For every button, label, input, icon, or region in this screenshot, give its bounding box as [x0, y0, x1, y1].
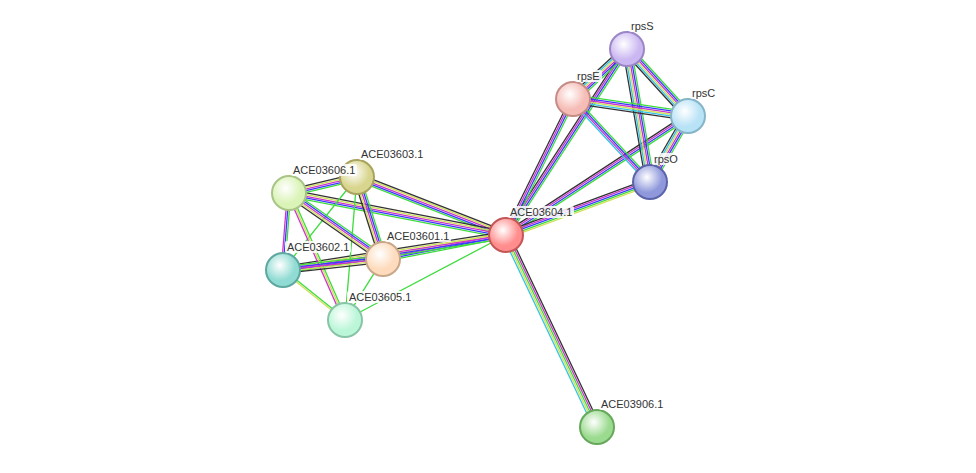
evidence-line: [637, 61, 676, 104]
evidence-line: [589, 100, 672, 112]
protein-node: ACE03906.1: [579, 409, 615, 445]
protein-node: ACE03606.1: [271, 175, 307, 211]
node-label: rpsE: [575, 70, 602, 82]
protein-node: rpsE: [555, 81, 591, 117]
interaction-edge: [510, 248, 593, 414]
protein-node: rpsC: [670, 98, 706, 134]
evidence-line: [629, 65, 647, 166]
evidence-line: [295, 208, 338, 306]
evidence-line: [514, 114, 567, 221]
evidence-line: [297, 207, 340, 305]
protein-node: rpsS: [609, 31, 645, 67]
evidence-line: [294, 208, 337, 306]
evidence-line: [631, 65, 649, 166]
interaction-edge: [626, 64, 652, 167]
evidence-line: [583, 111, 638, 171]
evidence-line: [360, 193, 376, 244]
interaction-edge: [299, 257, 368, 271]
interaction-edge: [295, 279, 333, 310]
evidence-line: [304, 179, 341, 188]
evidence-line: [636, 63, 675, 106]
protein-node: rpsO: [632, 164, 668, 200]
evidence-line: [299, 262, 367, 270]
interaction-edge: [588, 97, 673, 118]
protein-node: ACE03604.1: [488, 217, 524, 253]
evidence-line: [514, 249, 591, 412]
node-label: ACE03603.1: [359, 148, 425, 160]
evidence-line: [359, 193, 375, 244]
evidence-line: [638, 60, 677, 103]
evidence-line: [305, 194, 491, 230]
evidence-line: [589, 99, 672, 111]
node-label: ACE03605.1: [347, 291, 413, 303]
evidence-line: [295, 281, 332, 311]
evidence-line: [516, 248, 593, 411]
evidence-line: [588, 106, 671, 118]
protein-node: ACE03602.1: [265, 252, 301, 288]
interaction-edge: [304, 193, 491, 236]
interaction-edge: [294, 207, 340, 306]
evidence-line: [582, 112, 637, 172]
protein-node: ACE03605.1: [327, 302, 363, 338]
evidence-line: [632, 64, 650, 165]
interaction-edge: [304, 177, 342, 192]
evidence-line: [627, 65, 645, 166]
evidence-line: [586, 109, 641, 169]
node-label: ACE03601.1: [385, 230, 451, 242]
evidence-line: [296, 279, 333, 309]
evidence-line: [640, 59, 679, 102]
evidence-line: [304, 199, 372, 247]
evidence-line: [305, 196, 491, 232]
evidence-line: [641, 58, 680, 101]
evidence-line: [626, 65, 644, 166]
evidence-line: [513, 249, 590, 412]
evidence-line: [585, 110, 640, 170]
node-label: rpsO: [652, 153, 680, 165]
evidence-line: [304, 177, 341, 186]
evidence-line: [588, 104, 671, 116]
protein-node: ACE03601.1: [365, 241, 401, 277]
evidence-line: [362, 192, 378, 243]
evidence-line: [299, 261, 367, 269]
evidence-line: [511, 250, 588, 413]
node-label: ACE03606.1: [291, 164, 357, 176]
evidence-line: [299, 264, 367, 272]
interaction-edge: [359, 191, 382, 245]
evidence-line: [589, 102, 672, 114]
node-label: rpsC: [690, 87, 717, 99]
evidence-line: [305, 193, 491, 229]
node-label: ACE03602.1: [285, 241, 351, 253]
interaction-edge: [635, 58, 681, 107]
interaction-edge: [582, 109, 641, 172]
node-label: ACE03906.1: [599, 398, 665, 410]
node-label: rpsS: [629, 20, 656, 32]
node-label: ACE03604.1: [508, 206, 574, 218]
evidence-line: [510, 251, 587, 414]
